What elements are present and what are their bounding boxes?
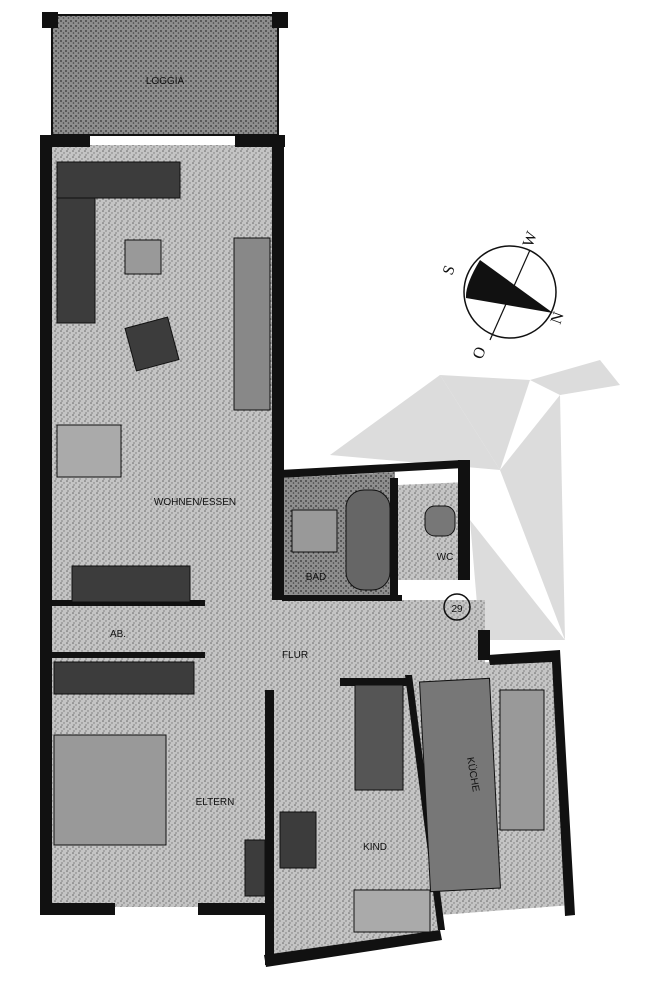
compass-o: O	[470, 345, 490, 362]
label-bad: BAD	[306, 572, 327, 583]
walls	[40, 135, 575, 967]
label-flur: FLUR	[282, 650, 308, 661]
compass-icon: S W N O	[440, 229, 568, 362]
watermark-logo	[330, 360, 620, 640]
compass-w: W	[520, 229, 541, 250]
room-loggia	[42, 12, 288, 136]
unit-number-badge: 29	[443, 593, 471, 621]
label-kind: KIND	[363, 842, 387, 853]
compass-n: N	[548, 309, 568, 326]
label-eltern: ELTERN	[196, 797, 235, 808]
unit-number: 29	[451, 604, 463, 615]
label-wohnen-essen: WOHNEN/ESSEN	[154, 497, 236, 508]
label-loggia: LOGGIA	[146, 76, 185, 87]
label-ab: AB.	[110, 629, 126, 640]
furniture	[53, 161, 545, 933]
compass-s: S	[440, 263, 459, 277]
label-wc: WC	[437, 552, 454, 563]
